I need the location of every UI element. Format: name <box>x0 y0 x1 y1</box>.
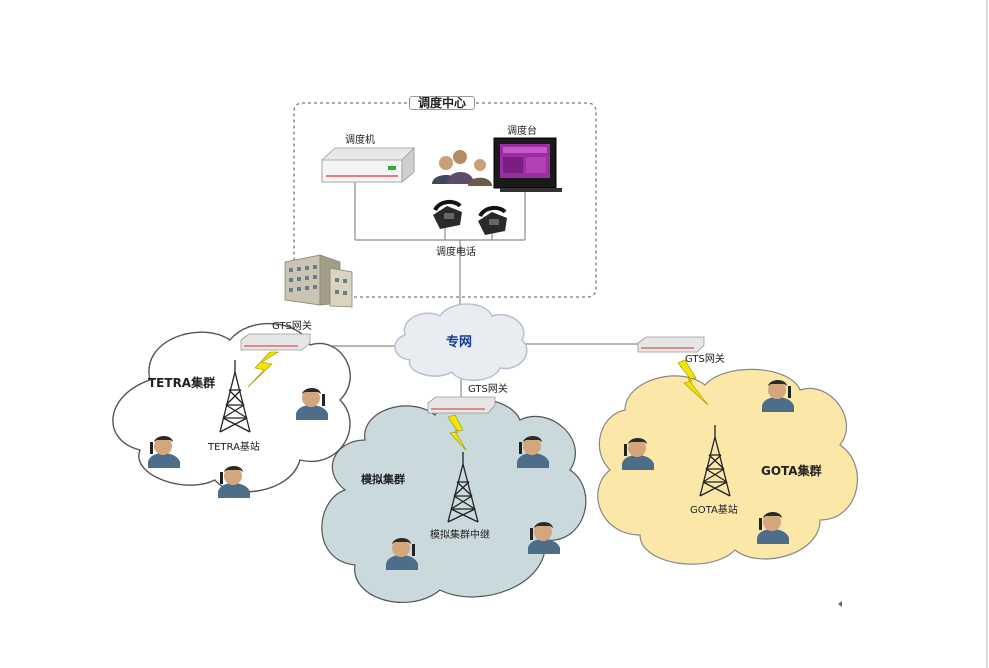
tetra-tower-icon <box>219 360 251 433</box>
console-label: 调度台 <box>507 126 537 137</box>
tetra-base-station-label: TETRA基站 <box>208 442 260 453</box>
radio-user-icon-4 <box>517 436 549 468</box>
private-net-label: 专网 <box>446 335 473 350</box>
dispatch-center-title: 调度中心 <box>409 96 476 110</box>
radio-user-icon <box>148 436 180 468</box>
gateway-middle-icon <box>427 396 496 414</box>
gateway-middle-label: GTS网关 <box>468 384 508 395</box>
phone-icon-2 <box>478 205 507 235</box>
gota-cluster-label: GOTA集群 <box>761 464 822 478</box>
phone-label: 调度电话 <box>436 247 476 258</box>
gateway-right-label: GTS网关 <box>685 354 725 365</box>
lightning-icon <box>247 351 280 388</box>
dispatcher-device-icon <box>321 147 415 183</box>
radio-user-icon-2 <box>296 388 328 420</box>
tetra-cloud <box>112 322 351 493</box>
radio-user-icon-3 <box>218 466 250 498</box>
private-net-cloud <box>394 303 528 382</box>
radio-user-icon-9 <box>757 512 789 544</box>
gota-cloud <box>597 368 858 565</box>
phone-icon <box>433 199 462 229</box>
gota-base-station-label: GOTA基站 <box>690 505 738 516</box>
tetra-cluster-label: TETRA集群 <box>148 376 216 390</box>
lightning-icon-3 <box>677 359 709 406</box>
dispatcher-label: 调度机 <box>345 135 375 146</box>
radio-user-icon-7 <box>622 438 654 470</box>
gota-tower-icon <box>699 425 731 497</box>
analog-tower-icon <box>447 452 479 523</box>
operators-icon <box>432 150 492 186</box>
gateway-right-icon <box>637 336 705 353</box>
radio-user-icon-6 <box>386 538 418 570</box>
dispatch-center-box <box>293 102 597 298</box>
gateway-left-icon <box>240 333 311 351</box>
radio-user-icon-8 <box>762 380 794 412</box>
caret-icon <box>838 601 842 607</box>
building-icon <box>284 254 353 308</box>
radio-user-icon-5 <box>528 522 560 554</box>
gateway-left-label: GTS网关 <box>272 321 312 332</box>
lightning-icon-2 <box>447 414 467 451</box>
analog-cluster-label: 模拟集群 <box>361 473 405 486</box>
console-monitor-icon <box>493 137 562 192</box>
radio-user-icons <box>148 380 794 570</box>
analog-base-station-label: 模拟集群中继 <box>430 530 490 541</box>
